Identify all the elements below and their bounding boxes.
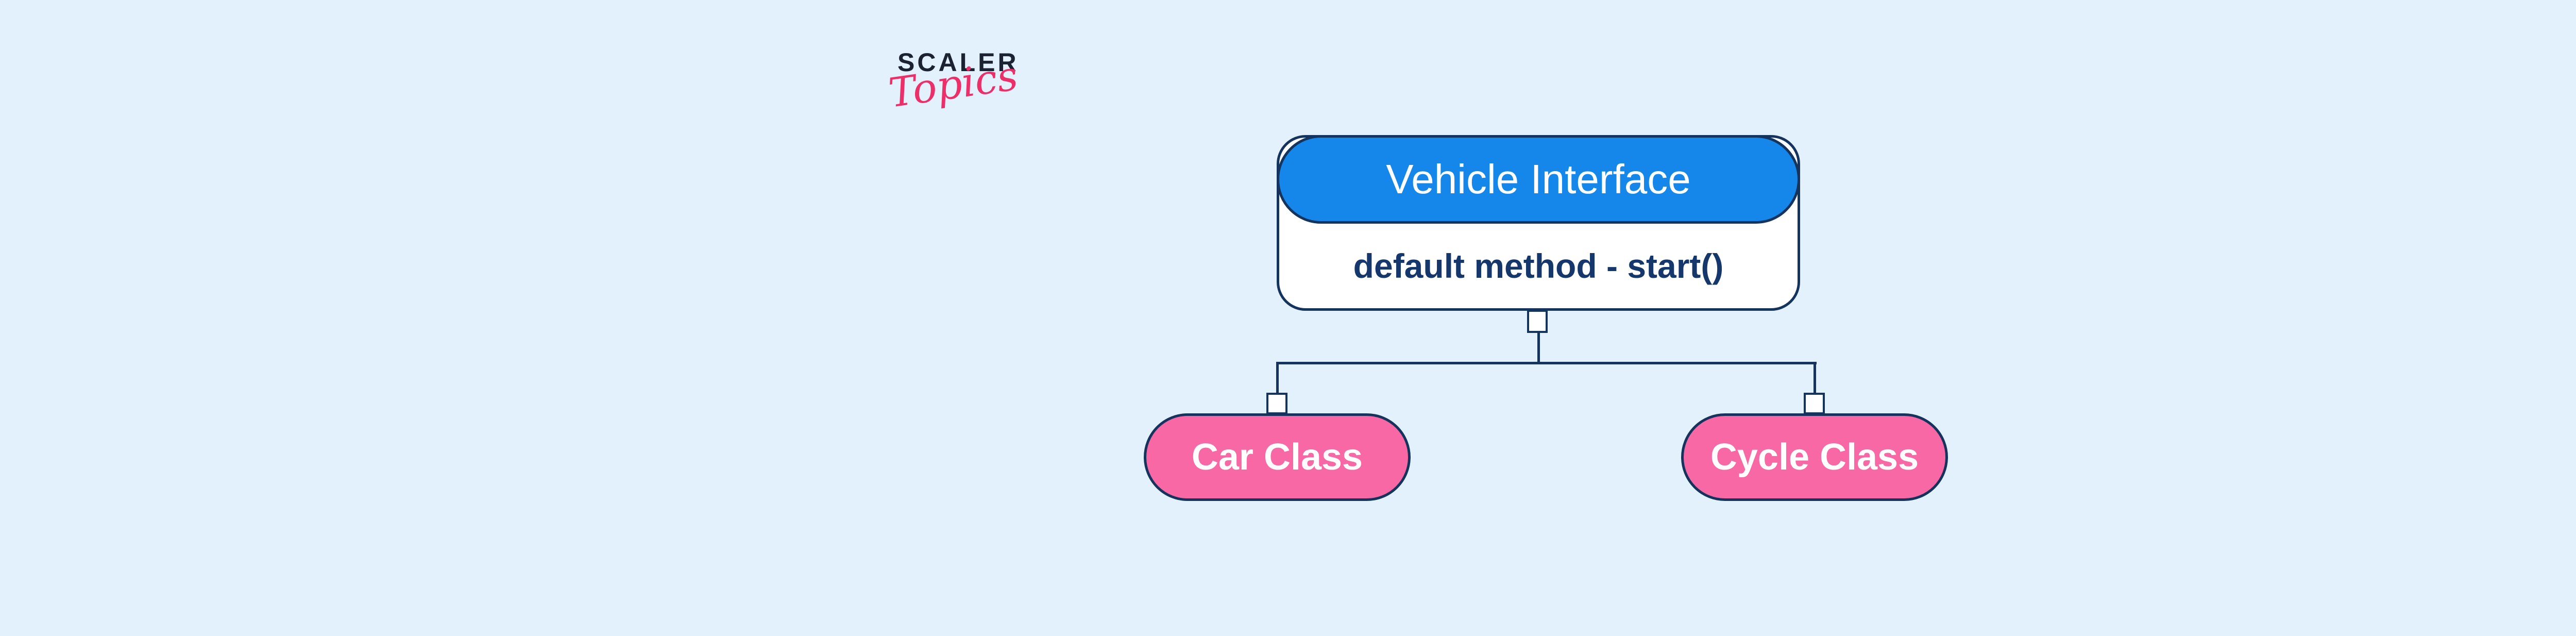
vehicle-interface-title: Vehicle Interface bbox=[1386, 156, 1691, 202]
cycle-class-anchor-square bbox=[1804, 393, 1825, 414]
scaler-topics-logo: SCALER Topics bbox=[886, 48, 1044, 117]
vehicle-interface-body: default method - start() bbox=[1279, 224, 1798, 308]
car-class-node: Car Class bbox=[1144, 413, 1411, 501]
scaler-wordmark: SCALER bbox=[897, 48, 1019, 77]
vehicle-interface-header: Vehicle Interface bbox=[1277, 135, 1800, 224]
connector-branch-line bbox=[1276, 362, 1817, 364]
cycle-class-label: Cycle Class bbox=[1710, 437, 1919, 478]
default-method-label: default method - start() bbox=[1353, 247, 1724, 285]
interface-anchor-square bbox=[1527, 310, 1548, 333]
vehicle-interface-node: Vehicle Interface default method - start… bbox=[1277, 135, 1800, 311]
connector-right-drop-line bbox=[1814, 362, 1816, 394]
connector-left-drop-line bbox=[1276, 362, 1279, 394]
car-class-anchor-square bbox=[1266, 393, 1287, 414]
cycle-class-node: Cycle Class bbox=[1681, 413, 1948, 501]
connector-trunk-line bbox=[1537, 332, 1540, 364]
car-class-label: Car Class bbox=[1191, 437, 1363, 478]
